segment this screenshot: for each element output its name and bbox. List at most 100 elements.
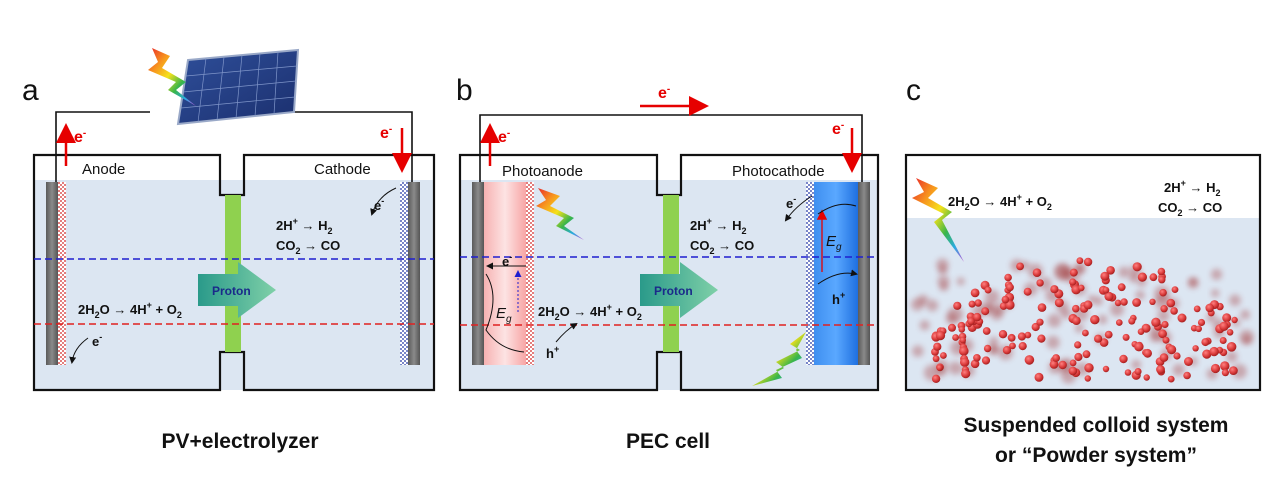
particle-haze — [1211, 268, 1223, 280]
panel-c-letter: c — [906, 74, 921, 107]
electron-label-cathode: e- — [380, 124, 392, 142]
particle — [1100, 271, 1110, 281]
membrane — [663, 195, 679, 352]
particle — [1193, 305, 1201, 313]
cell-outline — [32, 153, 436, 392]
particle — [961, 369, 971, 379]
particle — [1106, 266, 1115, 275]
particle-haze — [1098, 314, 1108, 325]
particle — [1002, 346, 1012, 355]
particle — [935, 331, 946, 341]
panel-c: c 2H2O → 4H+ + O2 2H+ → H2 CO2 → CO Susp… — [904, 74, 1262, 467]
particle — [1036, 318, 1044, 326]
particle — [1209, 346, 1219, 357]
particle — [959, 346, 969, 356]
particle-haze — [945, 312, 958, 325]
particle-haze — [911, 298, 924, 311]
light-bolt-icon — [752, 332, 806, 386]
photoanode-substrate — [472, 182, 484, 365]
particle — [1008, 334, 1016, 342]
proton-label: Proton — [212, 284, 251, 298]
particle — [1157, 267, 1166, 276]
particle — [981, 307, 990, 316]
particle — [933, 342, 942, 351]
particle-haze — [912, 345, 924, 358]
particle — [1052, 354, 1060, 362]
photocathode-bandgap-label: Eg — [826, 233, 842, 253]
particle — [1177, 313, 1187, 323]
particle — [1229, 366, 1238, 375]
particle — [972, 312, 982, 322]
particle — [1160, 305, 1168, 313]
photoanode-band-curve — [485, 273, 525, 353]
particle-haze — [926, 299, 939, 312]
electron-label-electrolyte: e- — [374, 196, 384, 213]
particle — [1034, 372, 1044, 382]
particle — [1170, 307, 1178, 315]
particle — [1149, 298, 1156, 305]
cell-outline — [458, 153, 880, 392]
external-wire — [479, 114, 863, 182]
panel-c-caption-line1: Suspended colloid system — [964, 414, 1229, 437]
electron-label-photocathode: e- — [832, 120, 844, 138]
particle — [1037, 334, 1046, 343]
particle — [1222, 313, 1232, 323]
particle — [1166, 298, 1176, 308]
particle — [1231, 316, 1238, 324]
particle-haze — [1131, 359, 1142, 370]
particle — [1037, 303, 1047, 312]
proton-label: Proton — [654, 284, 693, 298]
reaction-h2: 2H+ → H2 — [276, 216, 333, 236]
panel-b-caption: PEC cell — [626, 430, 710, 453]
particle — [1162, 336, 1170, 344]
particle-haze — [1118, 266, 1130, 278]
particle — [1072, 304, 1080, 313]
particle — [1102, 365, 1110, 373]
particle-haze — [989, 336, 999, 346]
anode-electron-path — [69, 337, 89, 364]
panel-c-caption-line2: or “Powder system” — [995, 444, 1197, 467]
photoanode-electron-label: e- — [502, 252, 512, 269]
photocathode-substrate — [858, 182, 870, 365]
hole-transfer-arrow — [555, 322, 578, 343]
reactor-outline — [904, 153, 1262, 392]
particle — [1137, 328, 1145, 336]
particle — [981, 356, 991, 365]
particle-haze — [956, 277, 965, 286]
photocathode-label: Photocathode — [732, 163, 825, 180]
particle — [968, 300, 976, 308]
particle — [1116, 319, 1123, 326]
particle — [948, 323, 956, 332]
electron-label-anode: e- — [74, 128, 86, 146]
photocathode-band-curve-bottom — [817, 269, 858, 285]
particle — [1094, 334, 1103, 343]
photoanode-hole-label: h+ — [546, 344, 559, 361]
particle — [1024, 355, 1035, 365]
particle — [1072, 316, 1081, 326]
particle — [1082, 350, 1091, 359]
particle-haze — [1110, 302, 1124, 317]
particle — [1054, 298, 1064, 308]
particle — [940, 352, 947, 359]
reaction-water-oxidation: 2H2O → 4H+ + O2 — [538, 302, 642, 322]
particle — [1184, 357, 1193, 366]
particle — [1159, 288, 1167, 297]
particle — [1104, 291, 1114, 301]
particle — [1171, 286, 1179, 293]
particle — [1074, 341, 1082, 349]
reaction-co: CO2 → CO — [1158, 200, 1222, 218]
particle — [1058, 360, 1067, 370]
particle — [1137, 272, 1147, 282]
light-bolt-icon — [912, 178, 964, 262]
particle — [974, 299, 982, 307]
particle — [1167, 375, 1175, 383]
reaction-h2: 2H+ → H2 — [690, 216, 747, 236]
panel-a: a — [22, 48, 436, 453]
particle — [1069, 278, 1077, 286]
reaction-co: CO2 → CO — [276, 238, 340, 256]
particle — [983, 344, 992, 353]
reaction-water-oxidation: 2H2O → 4H+ + O2 — [948, 192, 1052, 212]
particle — [970, 359, 980, 369]
particle — [973, 354, 981, 362]
particle-haze — [1172, 363, 1185, 377]
